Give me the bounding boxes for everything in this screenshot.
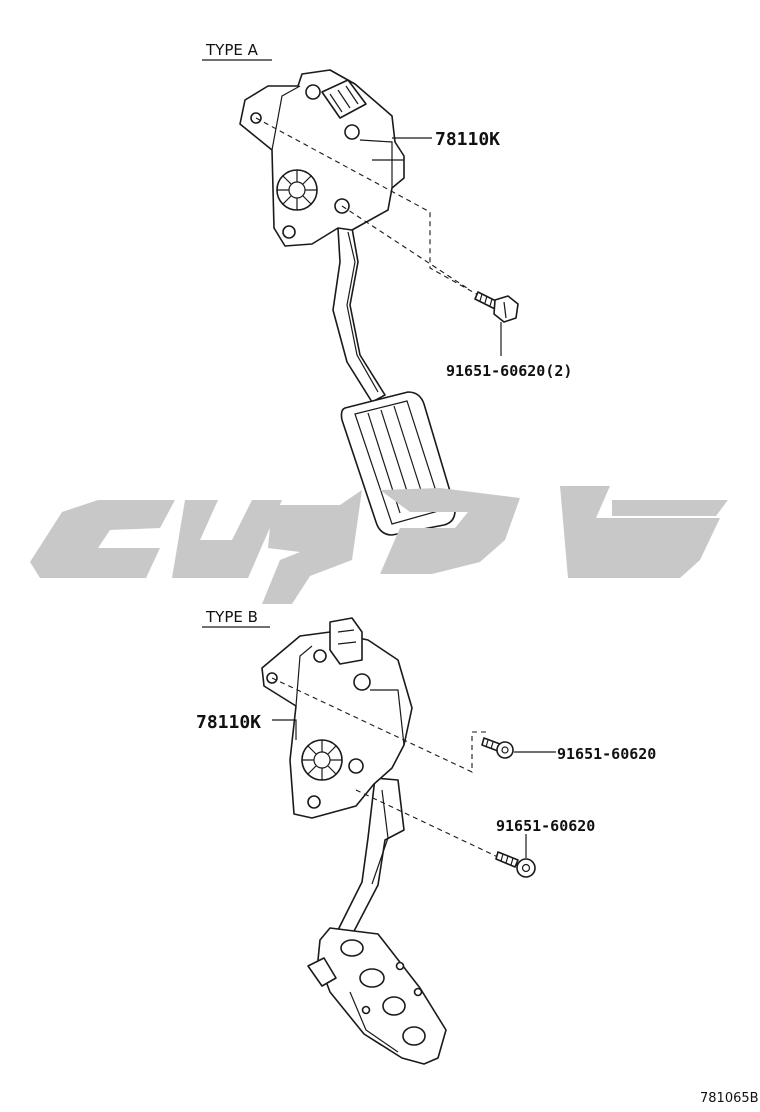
type-b-plate-edge: [349, 991, 399, 1053]
type-b-plate-hole-7: [361, 1005, 371, 1015]
type-b-plate-tab: [307, 957, 337, 987]
type-a-pedal-arm: [332, 227, 386, 403]
type-b-plate-hole-6: [413, 987, 423, 997]
type-a-group: TYPE A: [202, 41, 572, 536]
type-b-housing-edge: [370, 689, 405, 746]
type-b-connector: [329, 617, 363, 665]
type-a-dash-line-2: [341, 205, 471, 291]
type-b-pedal-label: 78110K: [196, 712, 261, 733]
type-b-gear-teeth: [302, 740, 342, 780]
type-b-dash-line-upper: [271, 677, 486, 773]
type-b-heading: TYPE B: [205, 608, 258, 626]
type-b-plate-hole-5: [395, 961, 405, 971]
type-a-bolt-label: 91651-60620(2): [446, 362, 572, 380]
type-b-lower-bolt: [495, 851, 536, 878]
type-b-connector-ribs: [337, 629, 357, 645]
type-a-gear-teeth: [277, 170, 317, 210]
type-a-pedal-label: 78110K: [435, 129, 500, 150]
type-a-heading: TYPE A: [205, 41, 259, 59]
type-a-bracket-edge: [271, 85, 301, 151]
type-a-connector-pins: [329, 85, 359, 113]
type-b-upper-bolt-label: 91651-60620: [557, 745, 656, 763]
type-b-upper-bolt: [481, 737, 514, 759]
type-a-arm-edge: [346, 231, 379, 393]
type-b-pedal-plate: [317, 927, 447, 1065]
type-b-group: TYPE B: [196, 608, 656, 1065]
type-a-housing-edge: [359, 139, 393, 188]
type-b-bolt-hole-upper: [353, 673, 371, 691]
type-a-bolt: [474, 291, 519, 323]
type-a-dash-line-1: [255, 117, 481, 297]
type-b-plate-hole-2: [359, 968, 385, 988]
type-b-arm-edge: [371, 789, 389, 885]
type-b-pedal-arm: [337, 777, 405, 936]
type-b-bolt-hole-lower: [348, 758, 364, 774]
type-a-pedal-bracket: [239, 69, 405, 247]
type-b-plate-hole-1: [340, 939, 364, 957]
type-b-bolt-hole-bottom: [307, 795, 321, 809]
type-b-lower-bolt-label: 91651-60620: [496, 817, 595, 835]
type-b-plate-hole-3: [382, 996, 406, 1016]
watermark-logo: [30, 486, 728, 604]
figure-id: 781065B: [700, 1091, 759, 1106]
type-b-pedal-leader: [272, 719, 297, 740]
type-a-bolt-hole-top: [305, 84, 321, 100]
type-b-plate-hole-4: [402, 1026, 426, 1046]
type-a-bolt-hole-mid: [344, 124, 360, 140]
type-a-bolt-hole-bottom: [282, 225, 296, 239]
type-b-bolt-hole-top: [313, 649, 327, 663]
